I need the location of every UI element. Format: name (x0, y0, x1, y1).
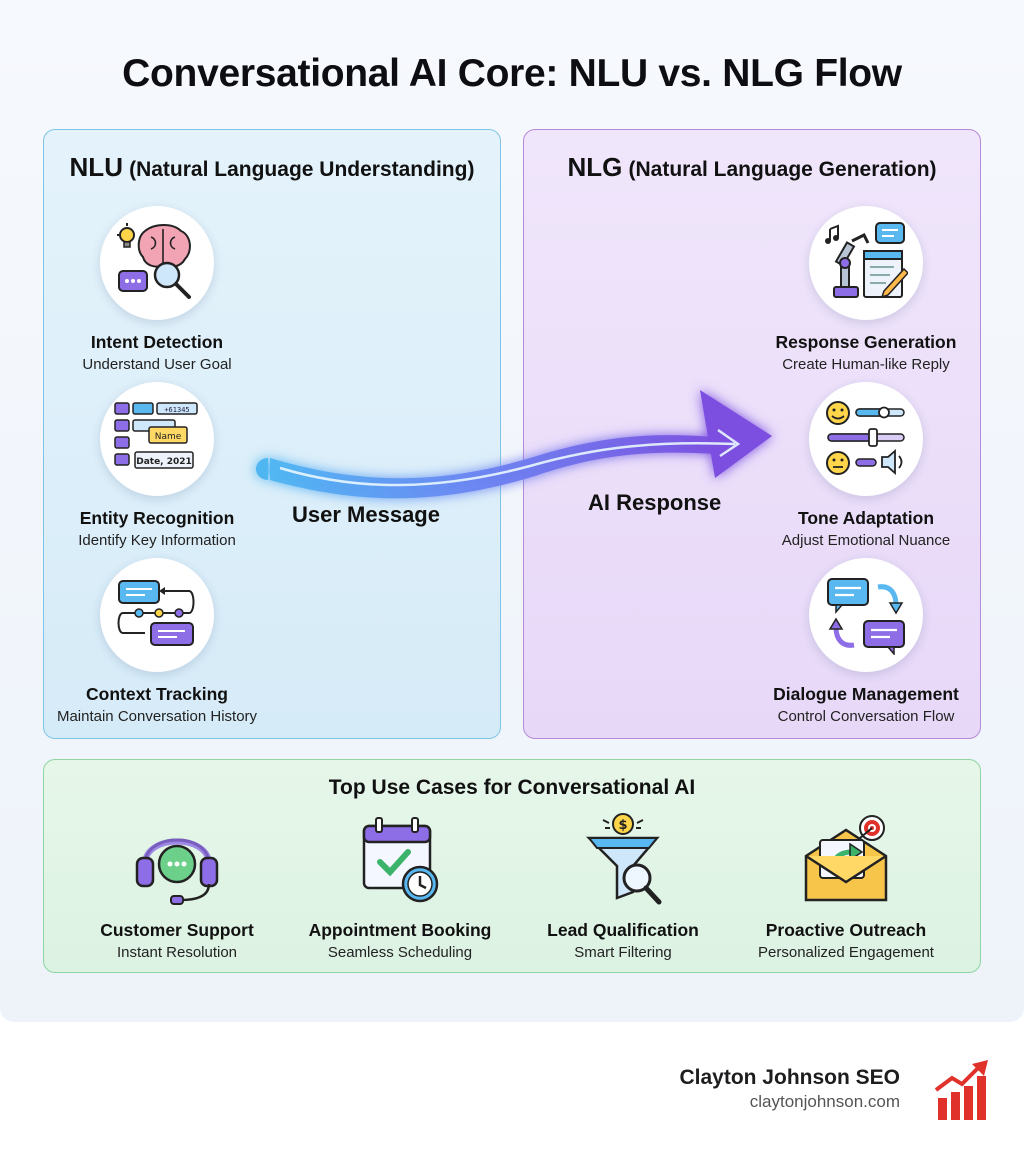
feature-context-tracking: Context Tracking Maintain Conversation H… (37, 558, 277, 725)
nlu-panel-title: NLU (Natural Language Understanding) (44, 152, 500, 183)
ai-response-label: AI Response (588, 490, 722, 515)
use-case-name: Proactive Outreach (765, 920, 927, 940)
use-case-appointment-booking: Appointment Booking Seamless Scheduling (290, 812, 510, 961)
feature-tone-adaptation: Tone Adaptation Adjust Emotional Nuance (746, 382, 986, 549)
nlu-full-name: (Natural Language Understanding) (129, 158, 475, 181)
context-flow-icon (100, 558, 214, 672)
nlg-panel-title: NLG (Natural Language Generation) (524, 152, 980, 183)
feature-intent-detection: Intent Detection Understand User Goal (37, 206, 277, 373)
feature-dialogue-management: Dialogue Management Control Conversation… (746, 558, 986, 725)
brand-block: Clayton Johnson SEO claytonjohnson.com (679, 1066, 900, 1112)
use-case-desc: Seamless Scheduling (327, 944, 473, 961)
feature-title: Response Generation (775, 332, 957, 352)
feature-title: Entity Recognition (79, 508, 235, 528)
feature-subtitle: Control Conversation Flow (777, 708, 955, 725)
funnel-search-icon: $ (573, 812, 673, 912)
use-case-name: Appointment Booking (308, 920, 492, 940)
use-cases-panel: Top Use Cases for Conversational AI Cust… (43, 759, 981, 973)
entity-name-tag-text: Name (155, 432, 182, 442)
use-case-desc: Personalized Engagement (758, 944, 934, 961)
feature-title: Tone Adaptation (797, 508, 935, 528)
feature-title: Dialogue Management (773, 684, 959, 704)
feature-title: Context Tracking (86, 684, 228, 704)
feature-subtitle: Maintain Conversation History (56, 708, 258, 725)
envelope-target-icon (796, 812, 896, 912)
nlg-abbr: NLG (567, 152, 623, 182)
robot-arm-writing-icon (809, 206, 923, 320)
nlg-full-name: (Natural Language Generation) (628, 158, 937, 181)
use-case-name: Lead Qualification (547, 920, 699, 940)
feature-subtitle: Adjust Emotional Nuance (781, 532, 951, 549)
brain-lightbulb-icon (100, 206, 214, 320)
tone-sliders-icon (809, 382, 923, 496)
dialogue-cycle-icon (809, 558, 923, 672)
headset-icon (127, 812, 227, 912)
feature-subtitle: Create Human-like Reply (782, 356, 950, 373)
feature-subtitle: Understand User Goal (82, 356, 232, 373)
entity-grid-icon: +61345 Name Date, 2021 (100, 382, 214, 496)
feature-title: Intent Detection (90, 332, 224, 352)
nlu-abbr: NLU (69, 152, 123, 182)
feature-entity-recognition: +61345 Name Date, 2021 Entity Recognitio… (37, 382, 277, 549)
page-title: Conversational AI Core: NLU vs. NLG Flow (122, 52, 902, 95)
svg-text:$: $ (618, 818, 627, 833)
infographic-canvas: Conversational AI Core: NLU vs. NLG Flow… (0, 0, 1024, 1022)
use-case-desc: Smart Filtering (574, 944, 672, 961)
brand-url: claytonjohnson.com (749, 1092, 900, 1111)
entity-number-text: +61345 (164, 406, 189, 414)
use-case-name: Customer Support (100, 920, 254, 940)
entity-date-tag-text: Date, 2021 (136, 457, 192, 467)
bar-chart-growth-icon (934, 1060, 992, 1122)
calendar-clock-icon (350, 812, 450, 912)
use-case-lead-qualification: $ Lead Qualification Smart Filtering (513, 812, 733, 961)
use-case-customer-support: Customer Support Instant Resolution (67, 812, 287, 961)
feature-response-generation: Response Generation Create Human-like Re… (746, 206, 986, 373)
use-case-proactive-outreach: Proactive Outreach Personalized Engageme… (736, 812, 956, 961)
user-message-label: User Message (292, 502, 440, 527)
brand-name: Clayton Johnson SEO (679, 1066, 900, 1089)
use-cases-title: Top Use Cases for Conversational AI (328, 776, 696, 799)
use-case-desc: Instant Resolution (116, 944, 238, 961)
feature-subtitle: Identify Key Information (78, 532, 236, 549)
